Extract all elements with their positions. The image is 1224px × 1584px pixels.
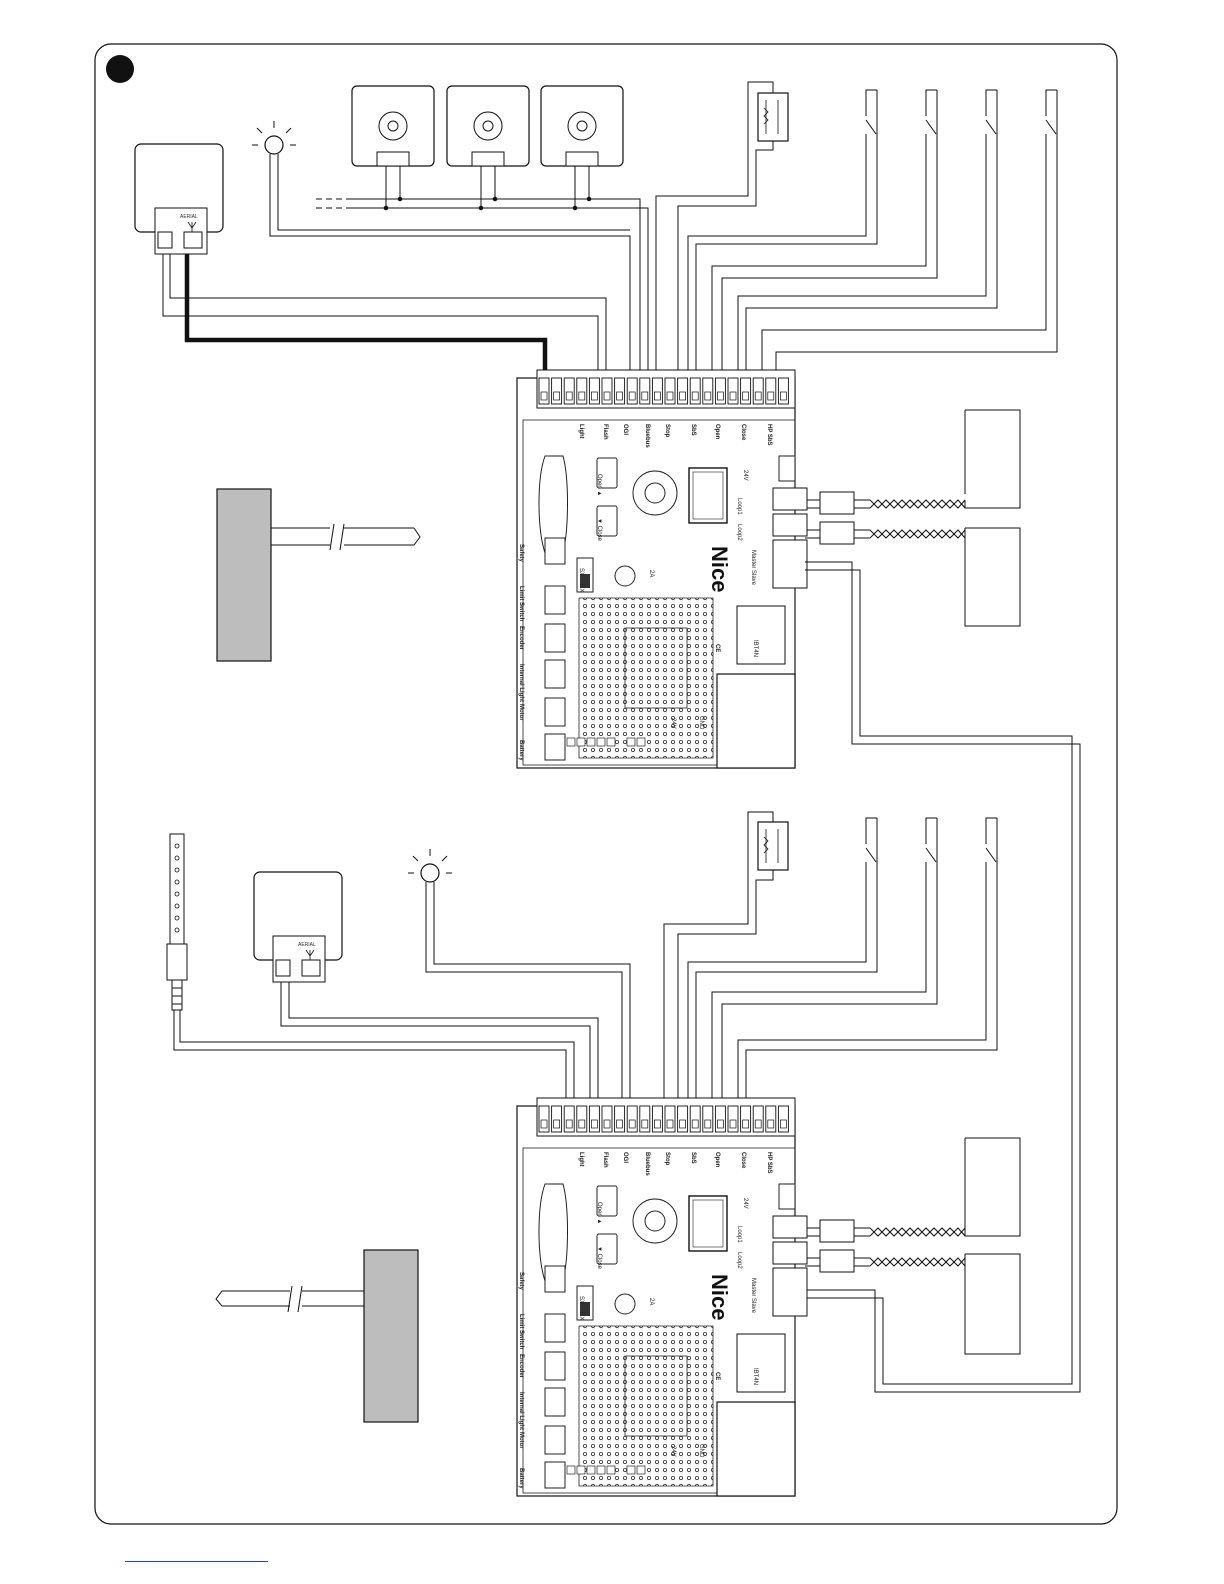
barrier-bottom [215, 1249, 419, 1423]
v24-label-bottom: 24V [742, 1198, 748, 1209]
left-label-5-bottom: Battery [518, 1468, 524, 1489]
figure-bullet [106, 55, 134, 83]
board-brand-top: Nice [707, 546, 732, 592]
left-label-5-top: Battery [518, 740, 524, 761]
terminal-label-1-top: Flash [602, 424, 608, 440]
v24-label-top: 24V [742, 470, 748, 481]
terminal-label-2-bottom: OGI [622, 1152, 628, 1163]
master-slave-label-top: Master Slave [750, 550, 756, 586]
flash-lamp-icon [252, 121, 631, 390]
detector-loops-bottom [805, 1137, 1021, 1355]
board-labels-top: Light Flash OGI Bluebus Stop SbS Open Close HP S… [518, 424, 772, 761]
terminal-label-3-bottom: Bluebus [644, 1152, 650, 1176]
master-slave-label-bottom: Master Slave [750, 1278, 756, 1314]
open-button-label-top: Open ▲ [596, 474, 602, 496]
terminal-label-2-top: OGI [622, 424, 628, 435]
open-button-label-bottom: Open ▲ [596, 1202, 602, 1224]
terminal-label-6-top: Open [714, 424, 720, 440]
left-label-4-top: Motor [518, 704, 524, 721]
close-button-label-top: ▼ Close [596, 518, 602, 542]
radio-receiver-top: AERIAL [134, 143, 224, 255]
terminal-label-3-top: Bluebus [644, 424, 650, 448]
terminal-label-1-bottom: Flash [602, 1152, 608, 1168]
v24-gnd-label-top: 24V [670, 718, 676, 729]
control-board-bottom [516, 1097, 808, 1497]
board-labels-bottom: Light Flash OGI Bluebus Stop SbS Open Close HP S… [518, 1152, 772, 1489]
command-buttons-bottom [687, 817, 998, 1118]
terminal-label-5-top: SbS [690, 424, 696, 436]
left-label-2-top: Encoder [518, 626, 524, 651]
radio-receiver-bottom: AERIAL [253, 871, 599, 1118]
sx-label-top: SX [578, 568, 584, 576]
gnd-label-bottom: GND [698, 1444, 704, 1458]
safety-edge-bottom [663, 811, 789, 1118]
control-board-top [516, 369, 808, 769]
terminal-label-4-top: Stop [664, 424, 670, 438]
close-button-label-bottom: ▼ Close [596, 1246, 602, 1270]
fuse-label-top: 2A [648, 570, 654, 577]
terminal-label-8-top: HP SbS [766, 424, 772, 446]
safety-edge-top [655, 81, 789, 390]
left-label-1-bottom: Limit Switch [518, 1314, 524, 1350]
terminal-label-5-bottom: SbS [690, 1152, 696, 1164]
terminal-label-8-bottom: HP SbS [766, 1152, 772, 1174]
dx-label-top: DX [578, 584, 584, 592]
aerial-label: AERIAL [180, 214, 198, 220]
left-label-4-bottom: Motor [518, 1432, 524, 1449]
photocell-devices [351, 85, 624, 167]
terminal-label-7-top: Close [740, 424, 746, 441]
barrier-top [216, 488, 421, 662]
loop2-label-top: Loop2 [736, 524, 742, 541]
terminal-label-0-bottom: Light [578, 1152, 584, 1167]
sx-label-bottom: SX [578, 1296, 584, 1304]
left-label-3-top: Internal Light [518, 664, 524, 702]
ce-label-bottom: CE [714, 1372, 720, 1380]
board-brand-bottom: Nice [707, 1274, 732, 1320]
left-label-0-top: Safety [518, 544, 524, 563]
left-label-1-top: Limit Switch [518, 586, 524, 622]
left-label-0-bottom: Safety [518, 1272, 524, 1291]
antenna-cable-icon [166, 833, 575, 1118]
flash-lamp-bottom-icon [408, 849, 631, 1118]
ce-label-top: CE [714, 644, 720, 652]
loop1-label-bottom: Loop1 [736, 1226, 742, 1243]
left-label-3-bottom: Internal Light [518, 1392, 524, 1430]
loop1-label-top: Loop1 [736, 498, 742, 515]
ibtn-label-top: IBT4N [752, 640, 758, 657]
terminal-label-0-top: Light [578, 424, 584, 439]
left-label-2-bottom: Encoder [518, 1354, 524, 1379]
v24-gnd-label-bottom: 24V [670, 1446, 676, 1457]
ibtn-label-bottom: IBT4N [752, 1368, 758, 1385]
terminal-label-4-bottom: Stop [664, 1152, 670, 1166]
aerial-label-bottom: AERIAL [298, 942, 316, 948]
dx-label-bottom: DX [578, 1312, 584, 1320]
loop2-label-bottom: Loop2 [736, 1252, 742, 1269]
terminal-label-7-bottom: Close [740, 1152, 746, 1169]
terminal-label-6-bottom: Open [714, 1152, 720, 1168]
detector-loops-top [805, 409, 1021, 627]
footer-link-underline[interactable] [125, 1551, 268, 1562]
fuse-label-bottom: 2A [648, 1298, 654, 1305]
gnd-label-top: GND [698, 716, 704, 730]
command-buttons-top [687, 89, 1058, 390]
